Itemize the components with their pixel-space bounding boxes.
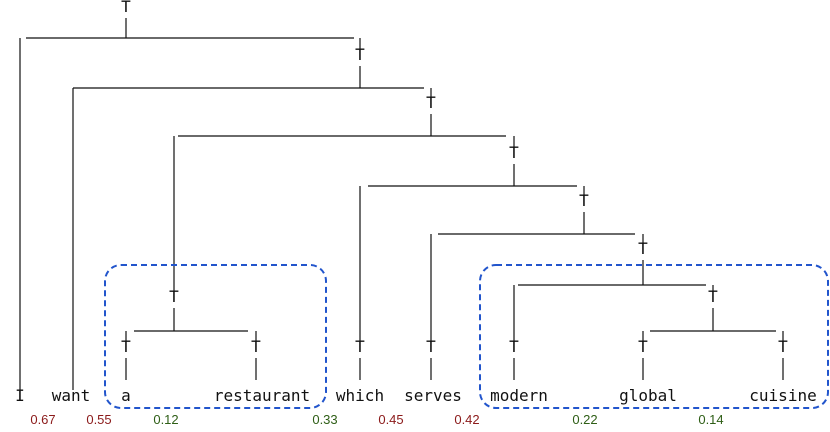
highlight-box-modern-global-cuisine (479, 264, 829, 409)
tree-node-label: T (355, 45, 365, 64)
word-score: 0.33 (312, 412, 337, 427)
word-score: 0.12 (153, 412, 178, 427)
word-score: 0.14 (698, 412, 723, 427)
tree-node-label: T (121, 0, 131, 16)
tree-node-label: T (708, 287, 718, 306)
highlight-box-a-restaurant (104, 264, 327, 409)
preterminal-label: T (355, 337, 365, 356)
tree-node-label: T (169, 287, 179, 306)
tree-node-label: T (638, 239, 648, 258)
preterminal-label: T (426, 337, 436, 356)
tree-node-label: T (509, 143, 519, 162)
leaf-word: serves (404, 386, 462, 405)
preterminal-label: T (778, 337, 788, 356)
preterminal-label: T (638, 337, 648, 356)
leaf-word: restaurant (214, 386, 310, 405)
preterminal-label: T (251, 337, 261, 356)
leaf-word: I (15, 386, 25, 405)
leaf-word: want (52, 386, 91, 405)
word-score: 0.22 (572, 412, 597, 427)
preterminal-label: T (509, 337, 519, 356)
leaf-word: cuisine (749, 386, 816, 405)
word-score: 0.55 (86, 412, 111, 427)
leaf-word: a (121, 386, 131, 405)
word-score: 0.67 (30, 412, 55, 427)
leaf-word: global (619, 386, 677, 405)
preterminal-label: T (121, 337, 131, 356)
leaf-word: which (336, 386, 384, 405)
leaf-word: modern (490, 386, 548, 405)
word-score: 0.45 (378, 412, 403, 427)
tree-node-label: T (579, 191, 589, 210)
word-score: 0.42 (454, 412, 479, 427)
tree-node-label: T (426, 93, 436, 112)
